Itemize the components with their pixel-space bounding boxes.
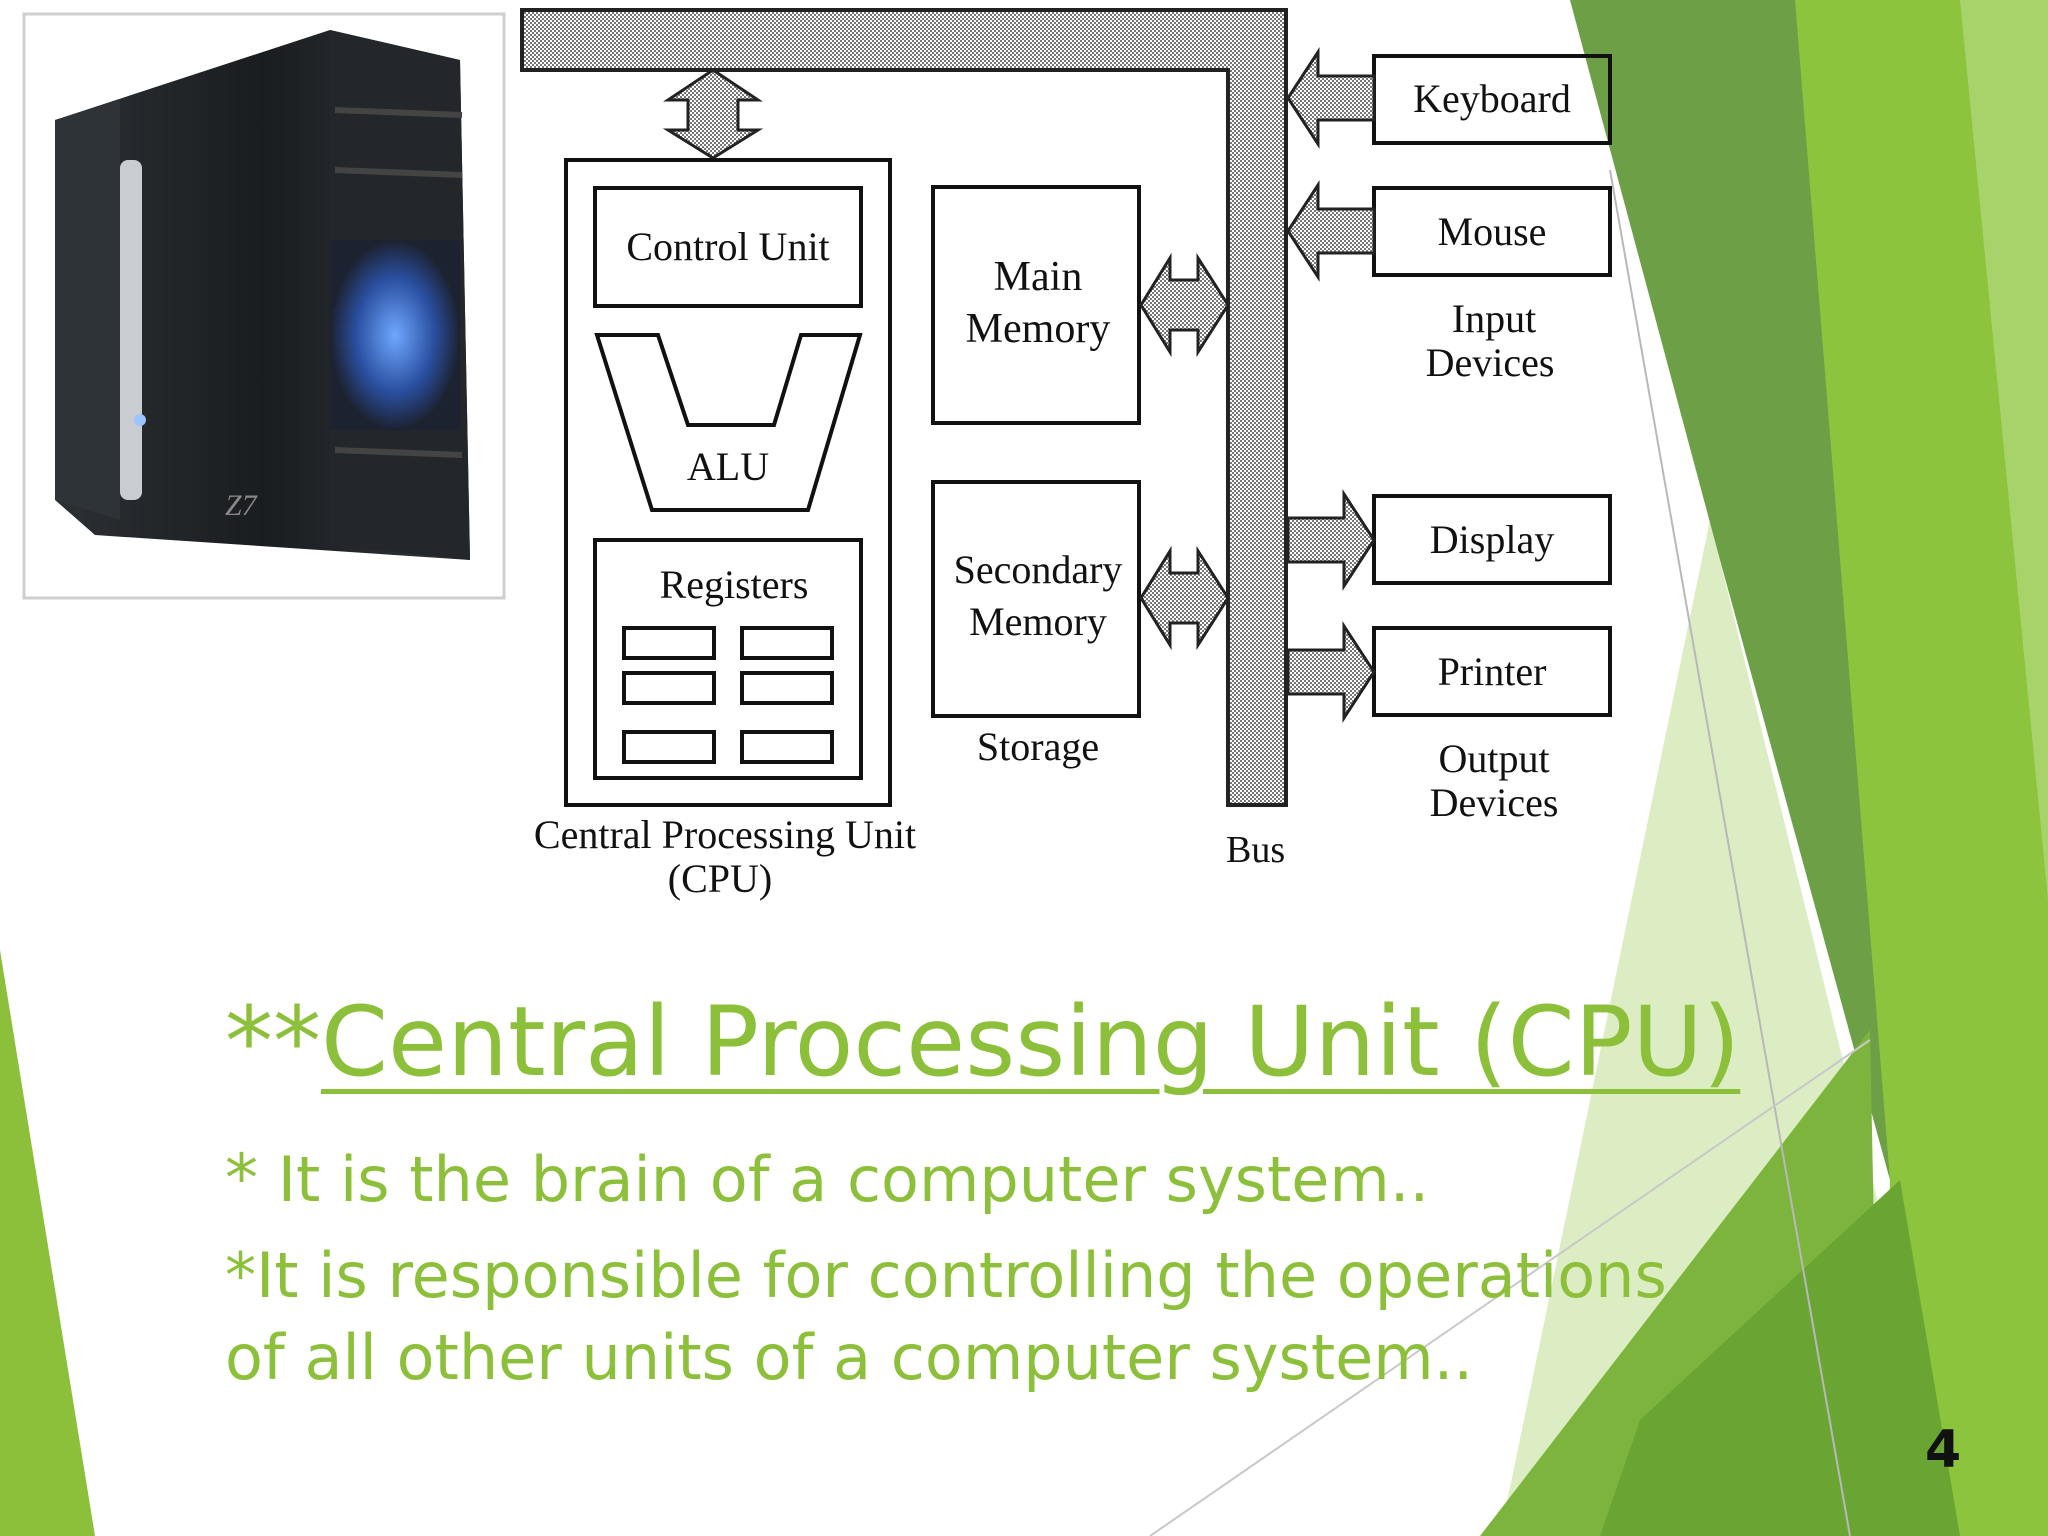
bullet-2: *It is responsible for controlling the o…	[225, 1239, 1667, 1394]
cpu-caption-line1: Central Processing Unit	[534, 812, 916, 857]
thin-diagonal-line	[1609, 169, 1851, 1536]
storage-label: Storage	[977, 724, 1099, 769]
register-cell	[622, 671, 716, 705]
input-devices-label-line1: Input	[1452, 296, 1536, 341]
bullet-1: * It is the brain of a computer system..	[225, 1140, 1429, 1217]
register-cell	[740, 626, 834, 660]
printer-bus-arrow	[1286, 620, 1376, 724]
alu-shape	[594, 333, 863, 512]
cpu-caption-line2: (CPU)	[668, 856, 772, 901]
system-bus	[520, 8, 1288, 807]
right-green-panel-mid	[1795, 0, 2048, 1536]
mouse-label: Mouse	[1438, 209, 1547, 254]
secondary-memory-label-line2: Memory	[969, 599, 1107, 644]
slide-title: **Central Processing Unit (CPU)	[225, 989, 1740, 1096]
main-memory-box	[931, 185, 1141, 425]
output-devices-label-line1: Output	[1438, 736, 1549, 781]
register-cell	[740, 730, 834, 764]
right-green-panel-light	[1960, 0, 2048, 900]
computer-case-image: Z7	[22, 12, 506, 600]
register-cells	[622, 626, 834, 764]
bullet-1-star: *	[225, 1140, 258, 1217]
control-unit-box	[593, 186, 863, 308]
case-logo: Z7	[225, 489, 259, 522]
cpu-box	[564, 158, 892, 807]
right-green-panel-bottom-mid	[1600, 1180, 1960, 1536]
secondary-memory-label-line1: Secondary	[954, 547, 1123, 592]
title-text: Central Processing Unit (CPU)	[321, 986, 1741, 1098]
main-memory-label-line2: Memory	[966, 306, 1111, 352]
secondary-memory-bus-arrow	[1139, 545, 1230, 651]
keyboard-label: Keyboard	[1413, 76, 1571, 121]
register-cell	[740, 671, 834, 705]
register-cell	[622, 730, 716, 764]
keyboard-bus-arrow	[1286, 46, 1376, 150]
input-devices-label-line2: Devices	[1426, 340, 1555, 385]
output-devices-label-line2: Devices	[1430, 780, 1559, 825]
bus-label: Bus	[1226, 829, 1285, 871]
alu-label: ALU	[687, 444, 769, 489]
bullet-1-text: It is the brain of a computer system..	[258, 1143, 1430, 1216]
cpu-bus-arrow	[662, 68, 764, 160]
right-green-panel-dark	[1570, 0, 1890, 1180]
title-prefix: **	[225, 986, 321, 1098]
control-unit-label: Control Unit	[626, 224, 829, 269]
mouse-bus-arrow	[1286, 179, 1376, 283]
thin-diagonal-line	[1149, 1039, 1871, 1536]
secondary-memory-box	[931, 480, 1141, 718]
printer-label: Printer	[1438, 649, 1547, 694]
main-memory-label-line1: Main	[994, 254, 1083, 300]
display-label: Display	[1430, 517, 1554, 562]
main-memory-bus-arrow	[1139, 252, 1230, 358]
page-number: 4	[1925, 1420, 1962, 1480]
registers-label: Registers	[660, 562, 809, 607]
display-bus-arrow	[1286, 488, 1376, 592]
register-cell	[622, 626, 716, 660]
registers-box	[593, 538, 863, 780]
left-green-triangle	[0, 950, 95, 1536]
